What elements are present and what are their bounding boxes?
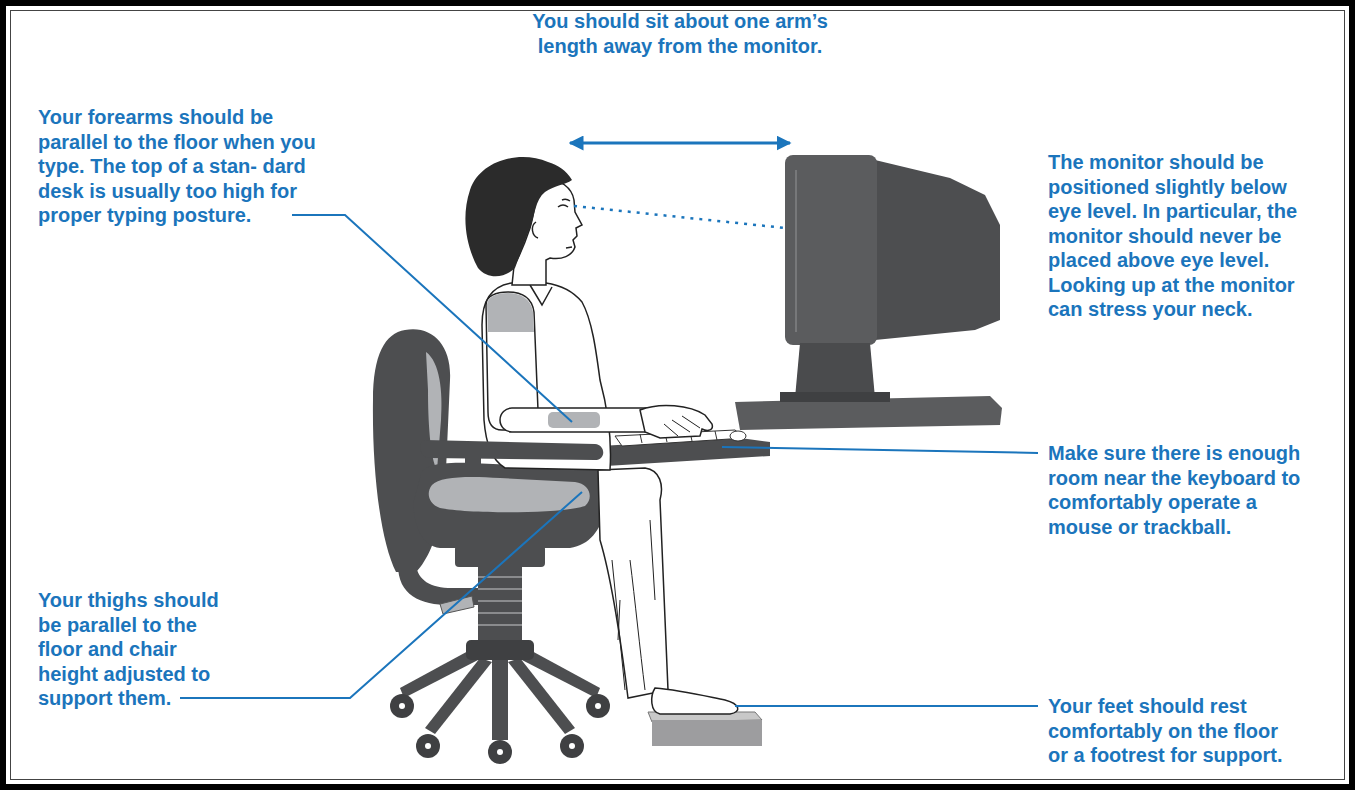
forearm-highlight [548,412,600,428]
thigh-note: Your thighs should be parallel to the fl… [38,588,233,711]
chair-seat [414,463,609,548]
fingers [664,416,700,436]
sight-line [574,206,785,228]
base-leg [425,658,492,734]
base-hub [466,640,534,660]
cylinder-ridges [478,577,522,625]
hair [465,157,572,276]
caster-axle [595,703,601,709]
page-frame [6,6,1349,784]
mouse [730,431,746,441]
leader-line [292,215,572,422]
foot [652,688,738,714]
base-leg [492,660,508,740]
armrest [420,440,603,460]
caster-axle [497,749,503,755]
leader-line [722,447,1038,453]
forearm-note: Your forearms should be parallel to the … [38,105,318,228]
sleeve [487,293,534,332]
mouse-note: Make sure there is enough room near the … [1048,441,1314,539]
feet-note: Your feet should rest comfortably on the… [1048,694,1296,768]
monitor-note: The monitor should be positioned slightl… [1048,150,1314,322]
caster [416,734,440,758]
caster-axle [569,743,575,749]
monitor-stand [795,343,875,398]
facial-features [532,199,572,248]
inner-border [11,11,1345,780]
monitor-bezel [785,155,877,345]
collar [530,285,552,305]
lower-legs [598,468,668,698]
footrest [652,720,762,746]
caster-axle [399,703,405,709]
monitor-housing [875,160,1000,340]
distance-note: You should sit about one arm’s length aw… [515,9,845,58]
stand-base [780,392,890,402]
armrest-post [465,458,481,466]
forearm [500,408,660,432]
caster [586,694,610,718]
garment-folds [612,520,655,690]
leader-line [735,705,1038,707]
hands [640,405,712,438]
caster [560,734,584,758]
screen-edge [795,170,797,332]
height-lever [440,596,474,614]
base-leg [508,658,575,734]
leader-line [180,492,582,698]
caster [488,740,512,764]
gas-cylinder [478,565,522,645]
caster-axle [425,743,431,749]
caster [390,694,414,718]
distance-arrow [570,142,790,145]
